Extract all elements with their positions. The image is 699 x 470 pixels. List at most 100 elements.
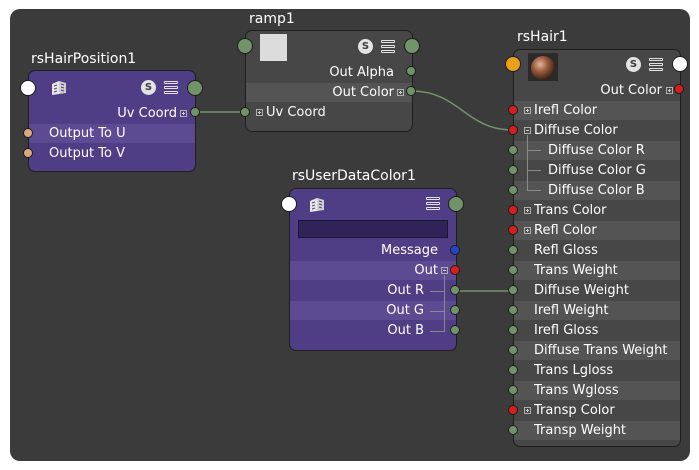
row-diffuse-color-b: Diffuse Color B (514, 181, 680, 200)
row-message: Message (290, 241, 456, 260)
row-trans-color: Trans Color (514, 201, 680, 220)
port-uv-coord-in[interactable] (240, 107, 250, 117)
plus-expand-icon[interactable] (666, 87, 673, 94)
tree-line (527, 190, 541, 191)
port-output-to-v[interactable] (23, 148, 33, 158)
port-diffuse-trans-weight[interactable] (508, 345, 518, 355)
port-diffuse-color[interactable] (508, 125, 518, 135)
port-refl-gloss[interactable] (508, 245, 518, 255)
port-out-color[interactable] (674, 84, 684, 94)
port-irefl-color[interactable] (508, 105, 518, 115)
port-diffuse-color-r[interactable] (508, 145, 518, 155)
port-out-r[interactable] (450, 285, 460, 295)
row-refl-gloss: Refl Gloss (514, 241, 680, 260)
node-ramp1[interactable]: S Out Alpha Out Color Uv Coord (245, 30, 413, 132)
row-uv-coord: Uv Coord (29, 104, 195, 123)
minus-collapse-icon[interactable] (524, 127, 531, 134)
output-port[interactable] (404, 38, 420, 54)
row-out: Out (290, 261, 456, 280)
minus-collapse-icon[interactable] (441, 267, 448, 274)
sphere-swatch-icon (528, 53, 558, 83)
node-title-ramp1: ramp1 (249, 11, 295, 27)
plus-expand-icon[interactable] (524, 107, 531, 114)
tree-line (527, 170, 541, 171)
row-transp-weight: Transp Weight (514, 421, 680, 440)
tree-line (430, 291, 444, 292)
row-out-color: Out Color (246, 83, 412, 102)
row-out-alpha: Out Alpha (246, 63, 412, 82)
port-trans-color[interactable] (508, 205, 518, 215)
ramp-swatch (260, 34, 287, 61)
node-title-rshairposition1: rsHairPosition1 (31, 51, 137, 67)
input-port[interactable] (237, 38, 253, 54)
port-trans-lgloss[interactable] (508, 365, 518, 375)
s-badge-icon[interactable]: S (141, 80, 156, 95)
plus-expand-icon[interactable] (180, 110, 187, 117)
row-trans-weight: Trans Weight (514, 261, 680, 280)
s-badge-icon[interactable]: S (358, 39, 373, 54)
input-port[interactable] (20, 80, 36, 96)
row-uv-coord-input: Uv Coord (246, 103, 412, 122)
s-badge-icon[interactable]: S (626, 57, 641, 72)
port-diffuse-color-g[interactable] (508, 165, 518, 175)
plus-expand-icon[interactable] (397, 89, 404, 96)
port-trans-weight[interactable] (508, 265, 518, 275)
port-irefl-gloss[interactable] (508, 325, 518, 335)
port-diffuse-weight[interactable] (508, 285, 518, 295)
row-irefl-weight: Irefl Weight (514, 301, 680, 320)
list-icon[interactable] (426, 197, 440, 210)
row-trans-wgloss: Trans Wgloss (514, 381, 680, 400)
plus-expand-icon[interactable] (524, 407, 531, 414)
list-icon[interactable] (164, 81, 178, 94)
row-diffuse-color-r: Diffuse Color R (514, 141, 680, 160)
row-transp-color: Transp Color (514, 401, 680, 420)
tree-line (430, 311, 444, 312)
port-out-alpha[interactable] (406, 66, 416, 76)
port-out-b[interactable] (450, 325, 460, 335)
port-irefl-weight[interactable] (508, 305, 518, 315)
port-diffuse-color-b[interactable] (508, 185, 518, 195)
node-rshairposition1[interactable]: S Uv Coord Output To U Output To V (28, 70, 196, 172)
tree-line (430, 331, 444, 332)
row-trans-lgloss: Trans Lgloss (514, 361, 680, 380)
port-trans-wgloss[interactable] (508, 385, 518, 395)
node-rshair1[interactable]: S Out Color Irefl Color Diffuse Color Di… (513, 49, 681, 447)
port-refl-color[interactable] (508, 225, 518, 235)
tree-line (527, 150, 541, 151)
row-output-to-u: Output To U (29, 124, 195, 143)
port-out-g[interactable] (450, 305, 460, 315)
node-title-rsuserdatacolor1: rsUserDataColor1 (292, 168, 416, 184)
port-out[interactable] (450, 265, 460, 275)
row-out-r: Out R (290, 281, 456, 300)
row-diffuse-weight: Diffuse Weight (514, 281, 680, 300)
plus-expand-icon[interactable] (256, 109, 263, 116)
output-port[interactable] (672, 56, 688, 72)
output-port[interactable] (187, 80, 203, 96)
layers-node-icon (52, 81, 66, 95)
plus-expand-icon[interactable] (524, 227, 531, 234)
node-rsuserdatacolor1[interactable]: Message Out Out R Out G Out B (289, 188, 457, 351)
tree-line (444, 275, 445, 332)
list-icon[interactable] (381, 40, 395, 53)
port-out-color[interactable] (406, 86, 416, 96)
node-title-rshair1: rsHair1 (517, 29, 568, 45)
port-uv-coord-out[interactable] (190, 107, 200, 117)
port-output-to-u[interactable] (23, 128, 33, 138)
row-diffuse-color-g: Diffuse Color G (514, 161, 680, 180)
port-message[interactable] (450, 245, 460, 255)
row-output-to-v: Output To V (29, 144, 195, 163)
input-port[interactable] (505, 56, 521, 72)
row-diffuse-color: Diffuse Color (514, 121, 680, 140)
port-transp-color[interactable] (508, 405, 518, 415)
output-port[interactable] (448, 196, 464, 212)
attribute-name-field[interactable] (298, 220, 448, 238)
row-refl-color: Refl Color (514, 221, 680, 240)
row-out-b: Out B (290, 321, 456, 340)
layers-node-icon (310, 198, 324, 212)
row-diffuse-trans-weight: Diffuse Trans Weight (514, 341, 680, 360)
row-out-g: Out G (290, 301, 456, 320)
port-transp-weight[interactable] (508, 425, 518, 435)
plus-expand-icon[interactable] (524, 207, 531, 214)
list-icon[interactable] (649, 58, 663, 71)
input-port[interactable] (281, 196, 297, 212)
